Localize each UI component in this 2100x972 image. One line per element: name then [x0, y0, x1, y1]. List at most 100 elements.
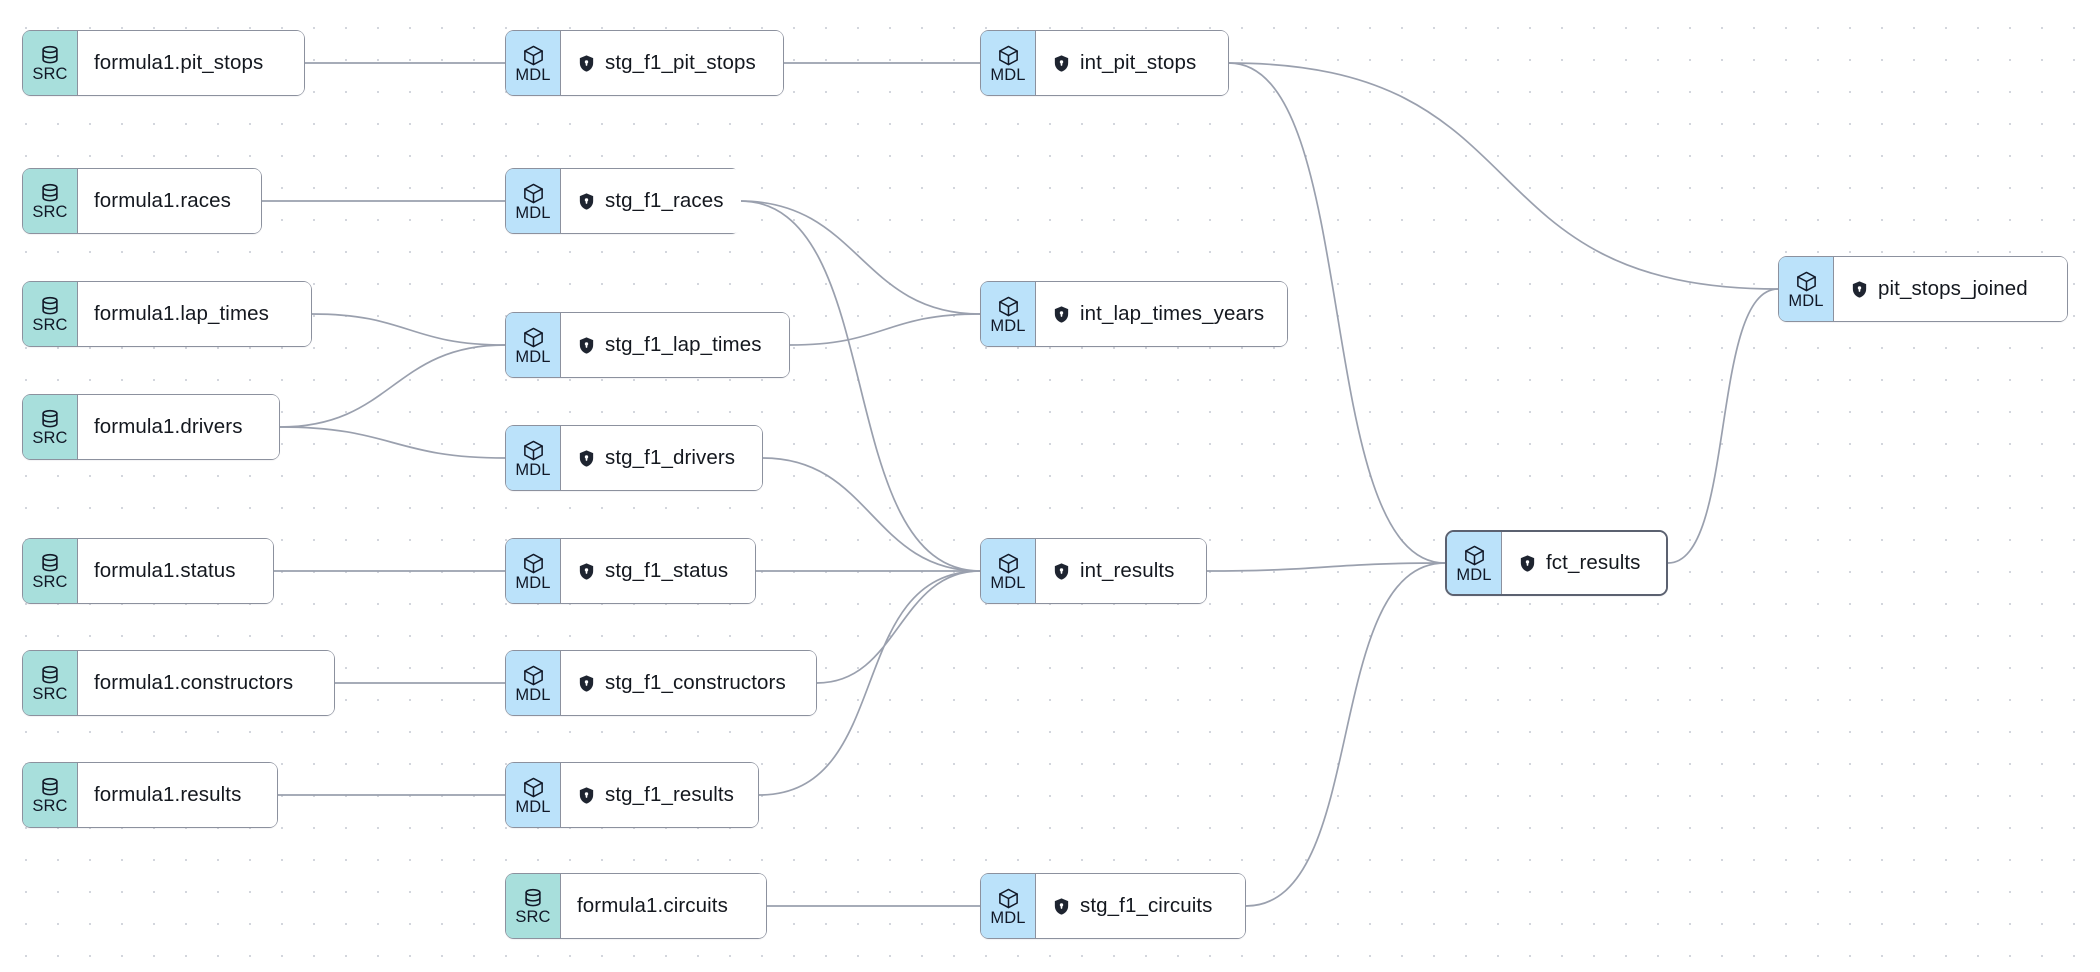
badge-label: MDL — [515, 685, 551, 704]
lineage-node-src_pit_stops[interactable]: SRC formula1.pit_stops — [22, 30, 305, 96]
lineage-node-src_races[interactable]: SRC formula1.races — [22, 168, 262, 234]
node-label: formula1.results — [94, 783, 242, 806]
badge-label: MDL — [515, 347, 551, 366]
node-label: formula1.drivers — [94, 415, 243, 438]
lineage-node-stg_races[interactable]: MDL stg_f1_races — [505, 168, 741, 234]
source-badge: SRC — [23, 282, 78, 346]
model-badge: MDL — [506, 539, 561, 603]
lineage-edge-stg_drivers-to-int_results — [762, 457, 981, 572]
badge-label: SRC — [32, 65, 68, 83]
node-body: formula1.pit_stops — [78, 31, 304, 95]
source-badge: SRC — [23, 539, 78, 603]
lineage-node-stg_circuits[interactable]: MDL stg_f1_circuits — [980, 873, 1246, 939]
node-label: stg_f1_races — [605, 189, 724, 212]
badge-label: SRC — [32, 429, 68, 447]
lineage-edge-src_drivers-to-stg_lap_times — [279, 344, 506, 428]
source-badge: SRC — [23, 395, 78, 459]
cube-icon — [522, 552, 545, 575]
lineage-edge-int_pit_stops-to-pit_stops_joined — [1228, 62, 1779, 290]
node-label: int_lap_times_years — [1080, 302, 1265, 325]
model-badge: MDL — [981, 539, 1036, 603]
shield-icon — [1052, 897, 1071, 916]
lineage-node-stg_lap_times[interactable]: MDL stg_f1_lap_times — [505, 312, 790, 378]
lineage-edge-src_drivers-to-stg_drivers — [279, 426, 506, 459]
cube-icon — [997, 295, 1020, 318]
lineage-edge-stg_races-to-int_results — [739, 200, 981, 572]
node-label: formula1.pit_stops — [94, 51, 264, 74]
badge-label: MDL — [990, 908, 1026, 927]
source-badge: SRC — [506, 874, 561, 938]
node-label: int_pit_stops — [1080, 51, 1197, 74]
node-label: fct_results — [1546, 551, 1641, 574]
node-body: int_results — [1036, 539, 1206, 603]
lineage-node-stg_pit_stops[interactable]: MDL stg_f1_pit_stops — [505, 30, 784, 96]
source-badge: SRC — [23, 651, 78, 715]
lineage-node-fct_results[interactable]: MDL fct_results — [1445, 530, 1668, 596]
node-label: stg_f1_constructors — [605, 671, 786, 694]
node-body: formula1.circuits — [561, 874, 766, 938]
badge-label: MDL — [515, 797, 551, 816]
node-body: stg_f1_constructors — [561, 651, 816, 715]
lineage-edge-int_results-to-fct_results — [1206, 562, 1446, 572]
badge-label: MDL — [515, 573, 551, 592]
shield-icon — [1850, 280, 1869, 299]
lineage-node-src_drivers[interactable]: SRC formula1.drivers — [22, 394, 280, 460]
source-badge: SRC — [23, 31, 78, 95]
model-badge: MDL — [506, 31, 561, 95]
model-badge: MDL — [981, 874, 1036, 938]
database-icon — [39, 182, 61, 204]
badge-label: SRC — [32, 573, 68, 591]
node-body: stg_f1_circuits — [1036, 874, 1245, 938]
node-label: stg_f1_drivers — [605, 446, 736, 469]
cube-icon — [997, 552, 1020, 575]
lineage-node-src_circuits[interactable]: SRC formula1.circuits — [505, 873, 767, 939]
shield-icon — [1052, 305, 1071, 324]
node-label: stg_f1_lap_times — [605, 333, 762, 356]
model-badge: MDL — [506, 651, 561, 715]
shield-icon — [577, 562, 596, 581]
node-body: formula1.lap_times — [78, 282, 311, 346]
source-badge: SRC — [23, 169, 78, 233]
node-body: int_pit_stops — [1036, 31, 1228, 95]
shield-icon — [1052, 54, 1071, 73]
badge-label: MDL — [515, 65, 551, 84]
lineage-edge-stg_constructors-to-int_results — [816, 570, 981, 684]
cube-icon — [997, 887, 1020, 910]
node-label: stg_f1_pit_stops — [605, 51, 756, 74]
cube-icon — [522, 439, 545, 462]
node-body: fct_results — [1502, 532, 1666, 594]
database-icon — [39, 408, 61, 430]
shield-icon — [577, 336, 596, 355]
cube-icon — [522, 44, 545, 67]
database-icon — [39, 776, 61, 798]
badge-label: MDL — [515, 203, 551, 222]
node-label: formula1.races — [94, 189, 231, 212]
node-body: formula1.drivers — [78, 395, 279, 459]
node-body: stg_f1_races — [561, 169, 741, 233]
badge-label: SRC — [515, 908, 551, 926]
lineage-edge-stg_circuits-to-fct_results — [1245, 562, 1446, 907]
shield-icon — [1052, 562, 1071, 581]
database-icon — [39, 664, 61, 686]
cube-icon — [522, 182, 545, 205]
node-body: stg_f1_pit_stops — [561, 31, 783, 95]
lineage-node-stg_constructors[interactable]: MDL stg_f1_constructors — [505, 650, 817, 716]
lineage-edge-stg_lap_times-to-int_lap_times_years — [789, 313, 981, 346]
cube-icon — [522, 326, 545, 349]
model-badge: MDL — [1447, 532, 1502, 594]
node-label: stg_f1_circuits — [1080, 894, 1213, 917]
node-body: formula1.constructors — [78, 651, 334, 715]
database-icon — [39, 552, 61, 574]
